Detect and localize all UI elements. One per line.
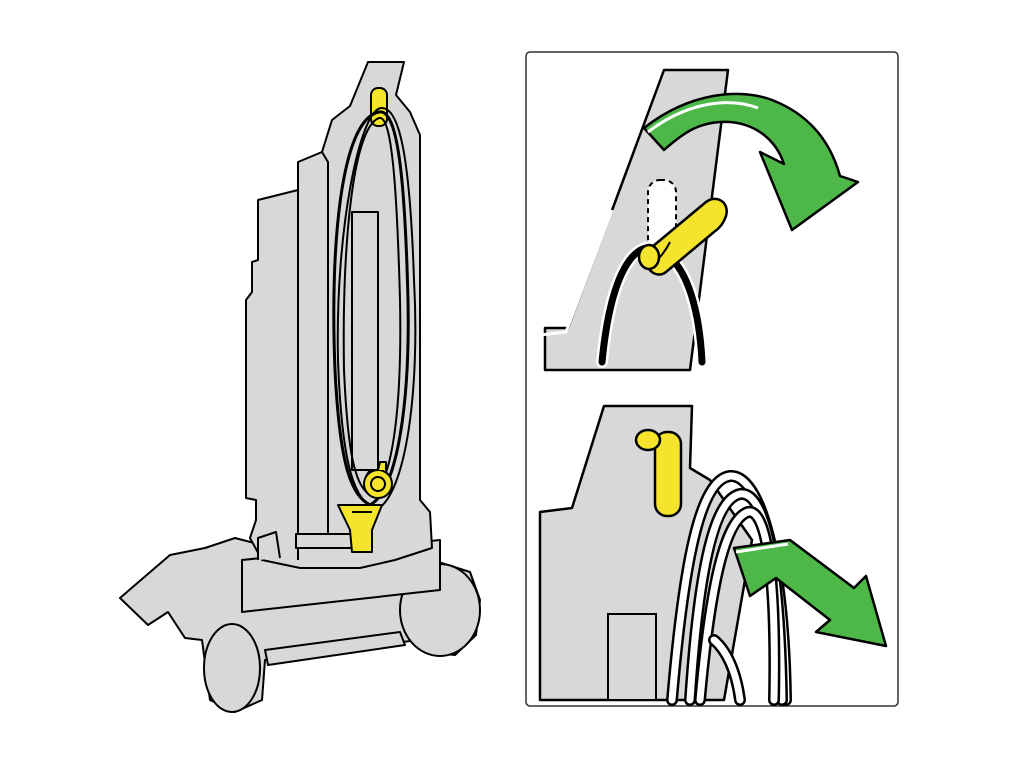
hook-step-2: [634, 428, 683, 518]
vacuum-body: [245, 61, 433, 569]
curved-arrow-icon: [642, 92, 860, 232]
cord-storage-slot: [607, 613, 657, 701]
instruction-panel: [525, 51, 899, 707]
vacuum-cleaner: [119, 61, 481, 713]
cord-step-2: [666, 470, 792, 706]
upper-cord-hook: [370, 87, 388, 127]
handle-body-step-1: [543, 68, 730, 372]
straight-arrow-icon: [732, 538, 888, 648]
step-1-rotate-hook: [539, 68, 860, 372]
hook-rotated: [637, 197, 728, 276]
lower-cord-hook: [337, 461, 393, 553]
step-2-pull-cord: [538, 404, 888, 706]
